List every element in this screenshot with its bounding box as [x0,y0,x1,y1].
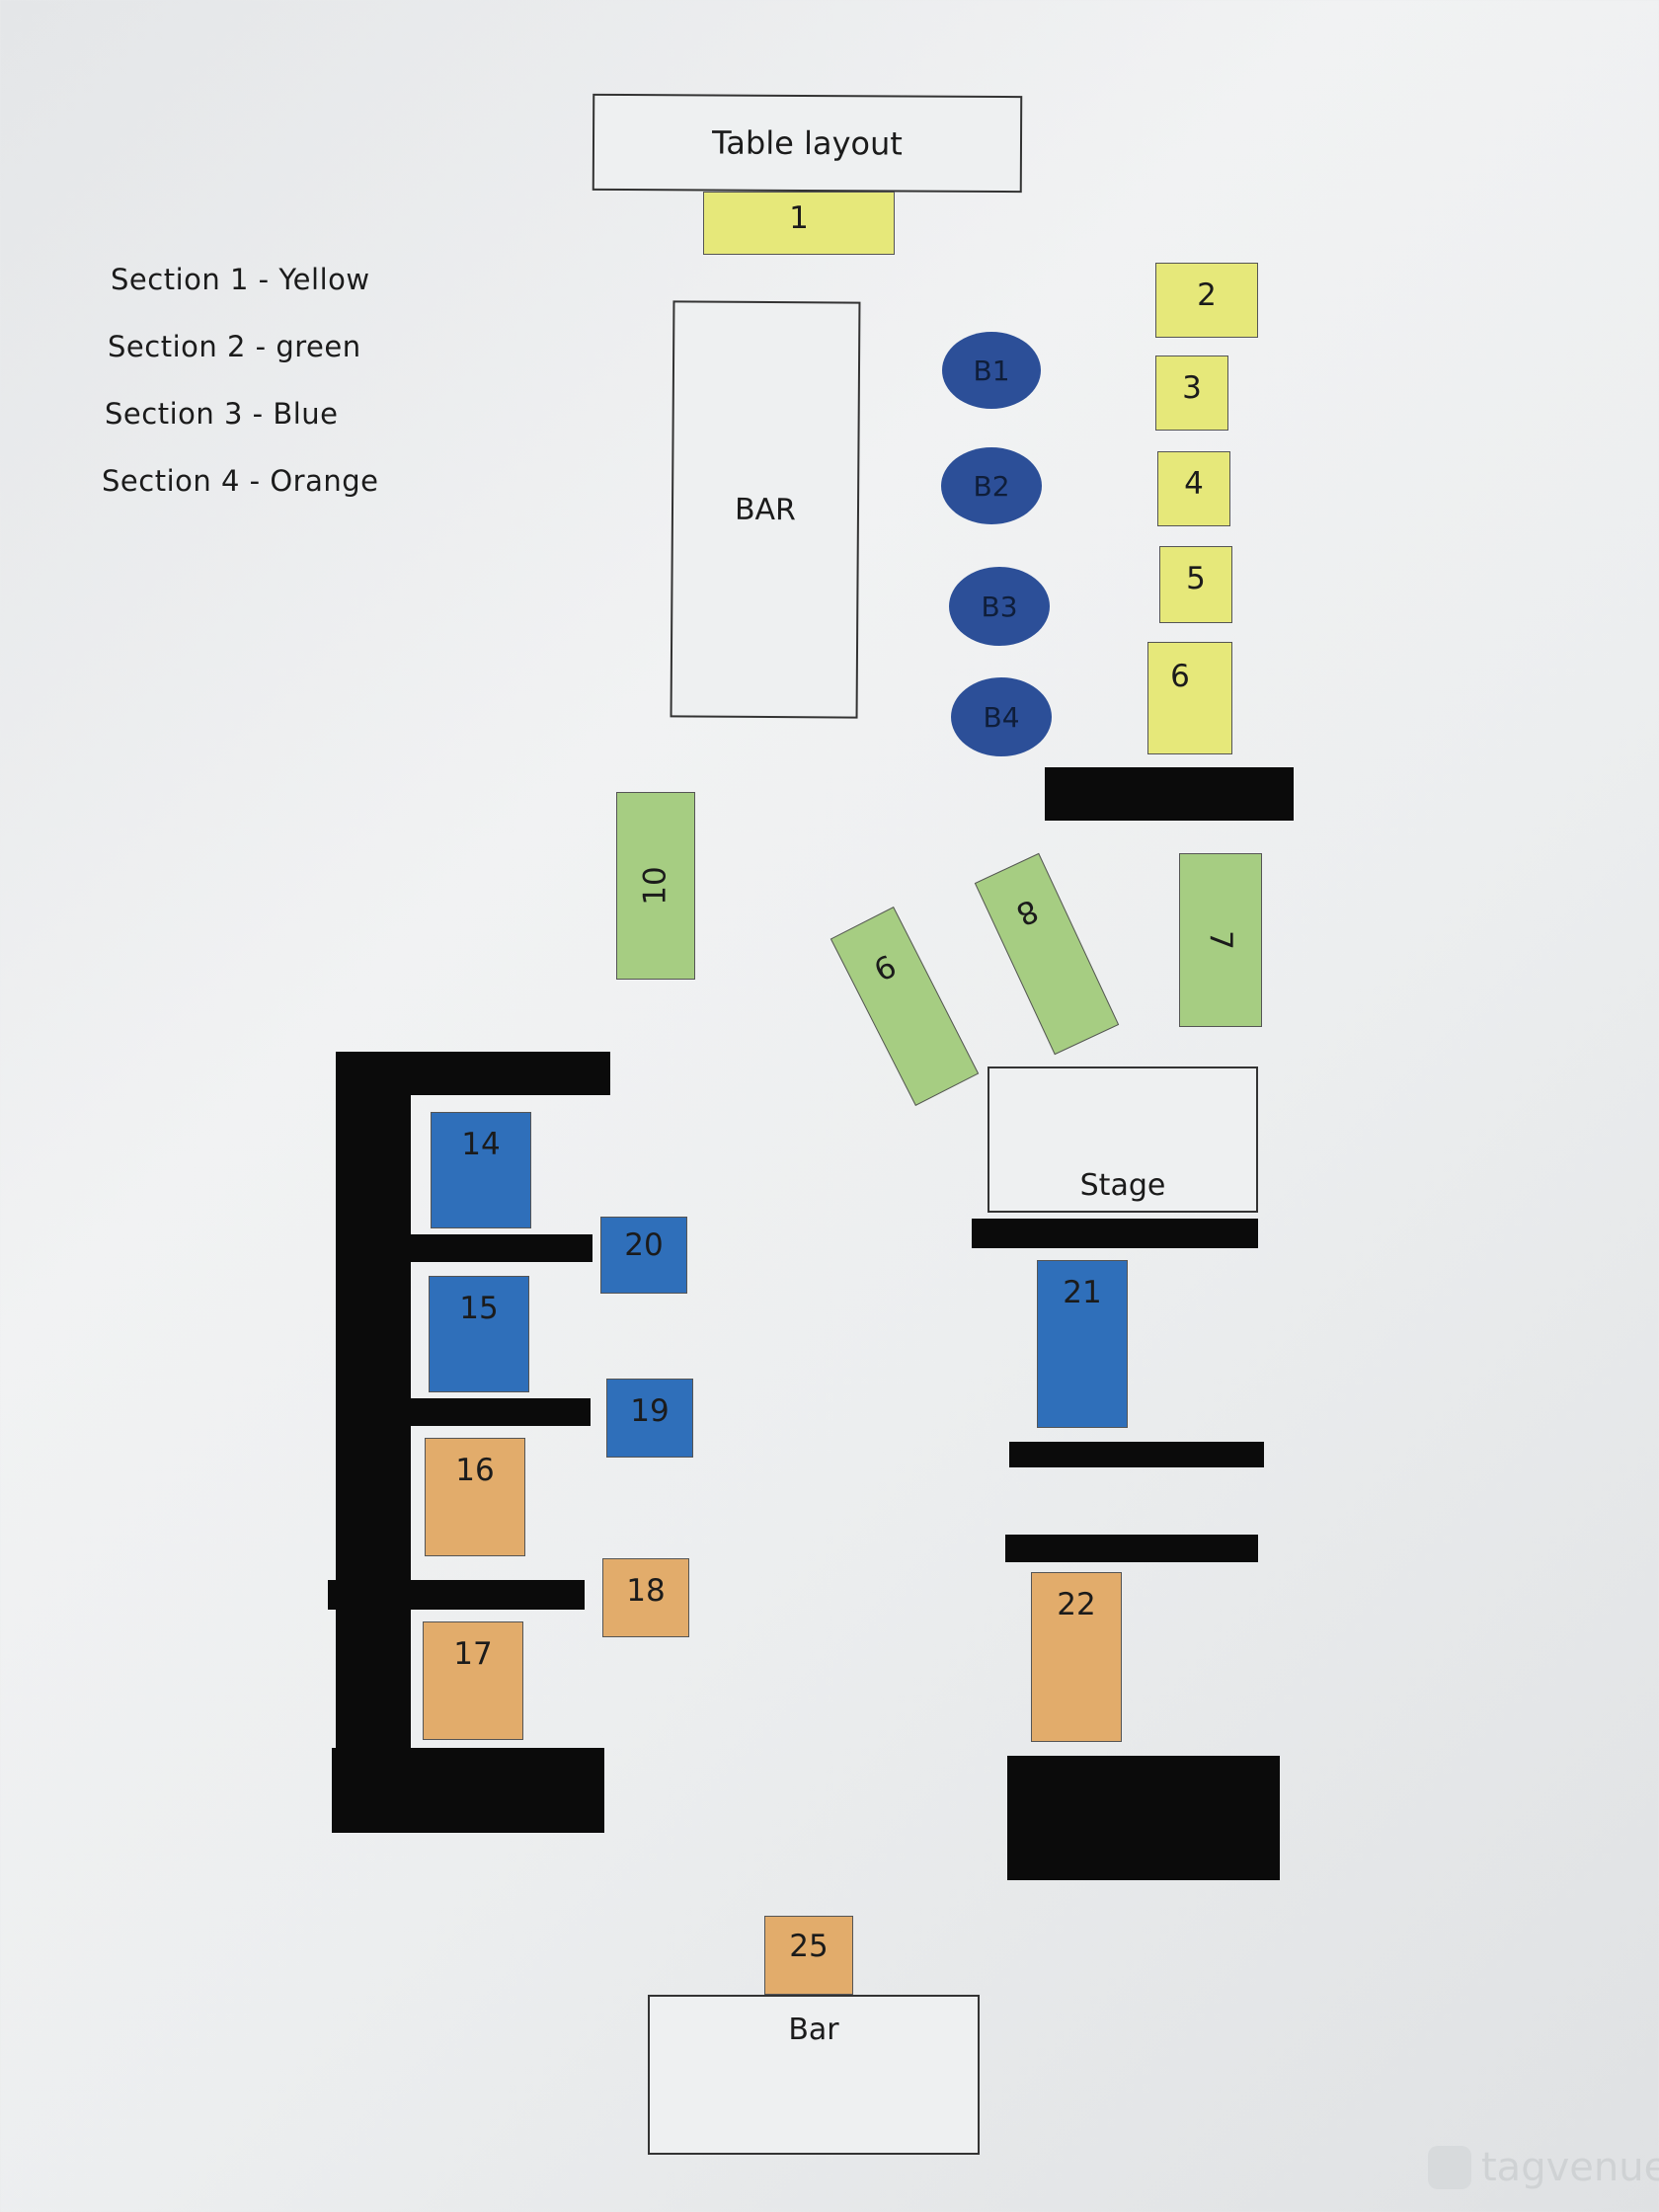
table-b2[interactable]: B2 [941,447,1042,524]
table-label: 15 [459,1291,499,1326]
table-6[interactable]: 6 [1147,642,1232,754]
table-label: 3 [1182,370,1202,406]
bar-top-label: BAR [734,492,797,527]
table-label: 20 [624,1227,664,1263]
legend-section-1: Section 1 - Yellow [111,263,370,296]
table-b1[interactable]: B1 [942,332,1041,409]
table-label: 5 [1186,561,1206,596]
table-label: 14 [461,1127,501,1162]
table-19[interactable]: 19 [606,1379,693,1458]
table-label: 22 [1057,1587,1096,1622]
table-label: 6 [1170,659,1190,694]
table-9[interactable]: 9 [830,907,980,1106]
legend-section-4: Section 4 - Orange [102,464,379,498]
table-label: 10 [637,866,673,906]
bar-top-area: BAR [670,300,861,719]
table-b3[interactable]: B3 [949,567,1050,646]
table-14[interactable]: 14 [431,1112,531,1228]
wall-divider [407,1234,592,1262]
watermark-logo-icon [1428,2146,1471,2189]
table-label: B1 [973,354,1010,387]
legend-section-3: Section 3 - Blue [105,397,339,431]
bar-bottom-area: Bar [648,1995,980,2155]
table-8[interactable]: 8 [974,852,1120,1056]
table-label: 25 [789,1929,829,1964]
table-label: B2 [973,469,1010,503]
table-7[interactable]: 7 [1179,853,1262,1027]
table-label: 18 [626,1573,666,1609]
wall-segment [972,1219,1258,1248]
wall-left-bottom [332,1748,604,1833]
stage-area: Stage [988,1066,1258,1213]
table-label: 17 [453,1636,493,1672]
table-2[interactable]: 2 [1155,263,1258,338]
table-label: 9 [867,946,902,988]
stage-label: Stage [1079,1168,1166,1203]
table-17[interactable]: 17 [423,1621,523,1740]
table-5[interactable]: 5 [1159,546,1232,623]
table-label: 21 [1063,1275,1102,1310]
table-21[interactable]: 21 [1037,1260,1128,1428]
watermark: tagvenue [1428,2145,1659,2190]
table-label: 4 [1184,466,1204,502]
wall-left-top [336,1052,610,1095]
table-10[interactable]: 10 [616,792,695,980]
table-label: 2 [1197,277,1217,313]
table-18[interactable]: 18 [602,1558,689,1637]
wall-segment [1009,1442,1264,1467]
bar-bottom-label: Bar [788,2013,839,2047]
watermark-text: tagvenue [1481,2145,1659,2190]
table-3[interactable]: 3 [1155,356,1228,431]
table-label: 7 [1202,930,1238,950]
table-20[interactable]: 20 [600,1217,687,1294]
table-label: 8 [1010,891,1044,932]
table-4[interactable]: 4 [1157,451,1230,526]
wall-segment [1045,767,1294,821]
table-1[interactable]: 1 [703,192,895,255]
legend-section-2: Section 2 - green [108,330,361,363]
table-label: B4 [983,700,1020,734]
table-22[interactable]: 22 [1031,1572,1122,1742]
table-16[interactable]: 16 [425,1438,525,1556]
wall-divider [407,1398,591,1426]
table-15[interactable]: 15 [429,1276,529,1392]
layout-title: Table layout [712,123,903,163]
layout-title-box: Table layout [592,93,1023,194]
table-25[interactable]: 25 [764,1916,853,1995]
wall-divider [328,1580,585,1610]
table-label: B3 [981,590,1018,623]
wall-left-vertical [336,1052,411,1832]
wall-block [1007,1756,1280,1880]
table-label: 19 [630,1393,670,1429]
wall-segment [1005,1535,1258,1562]
table-label: 1 [789,200,809,236]
table-label: 16 [455,1453,495,1488]
table-b4[interactable]: B4 [951,677,1052,756]
